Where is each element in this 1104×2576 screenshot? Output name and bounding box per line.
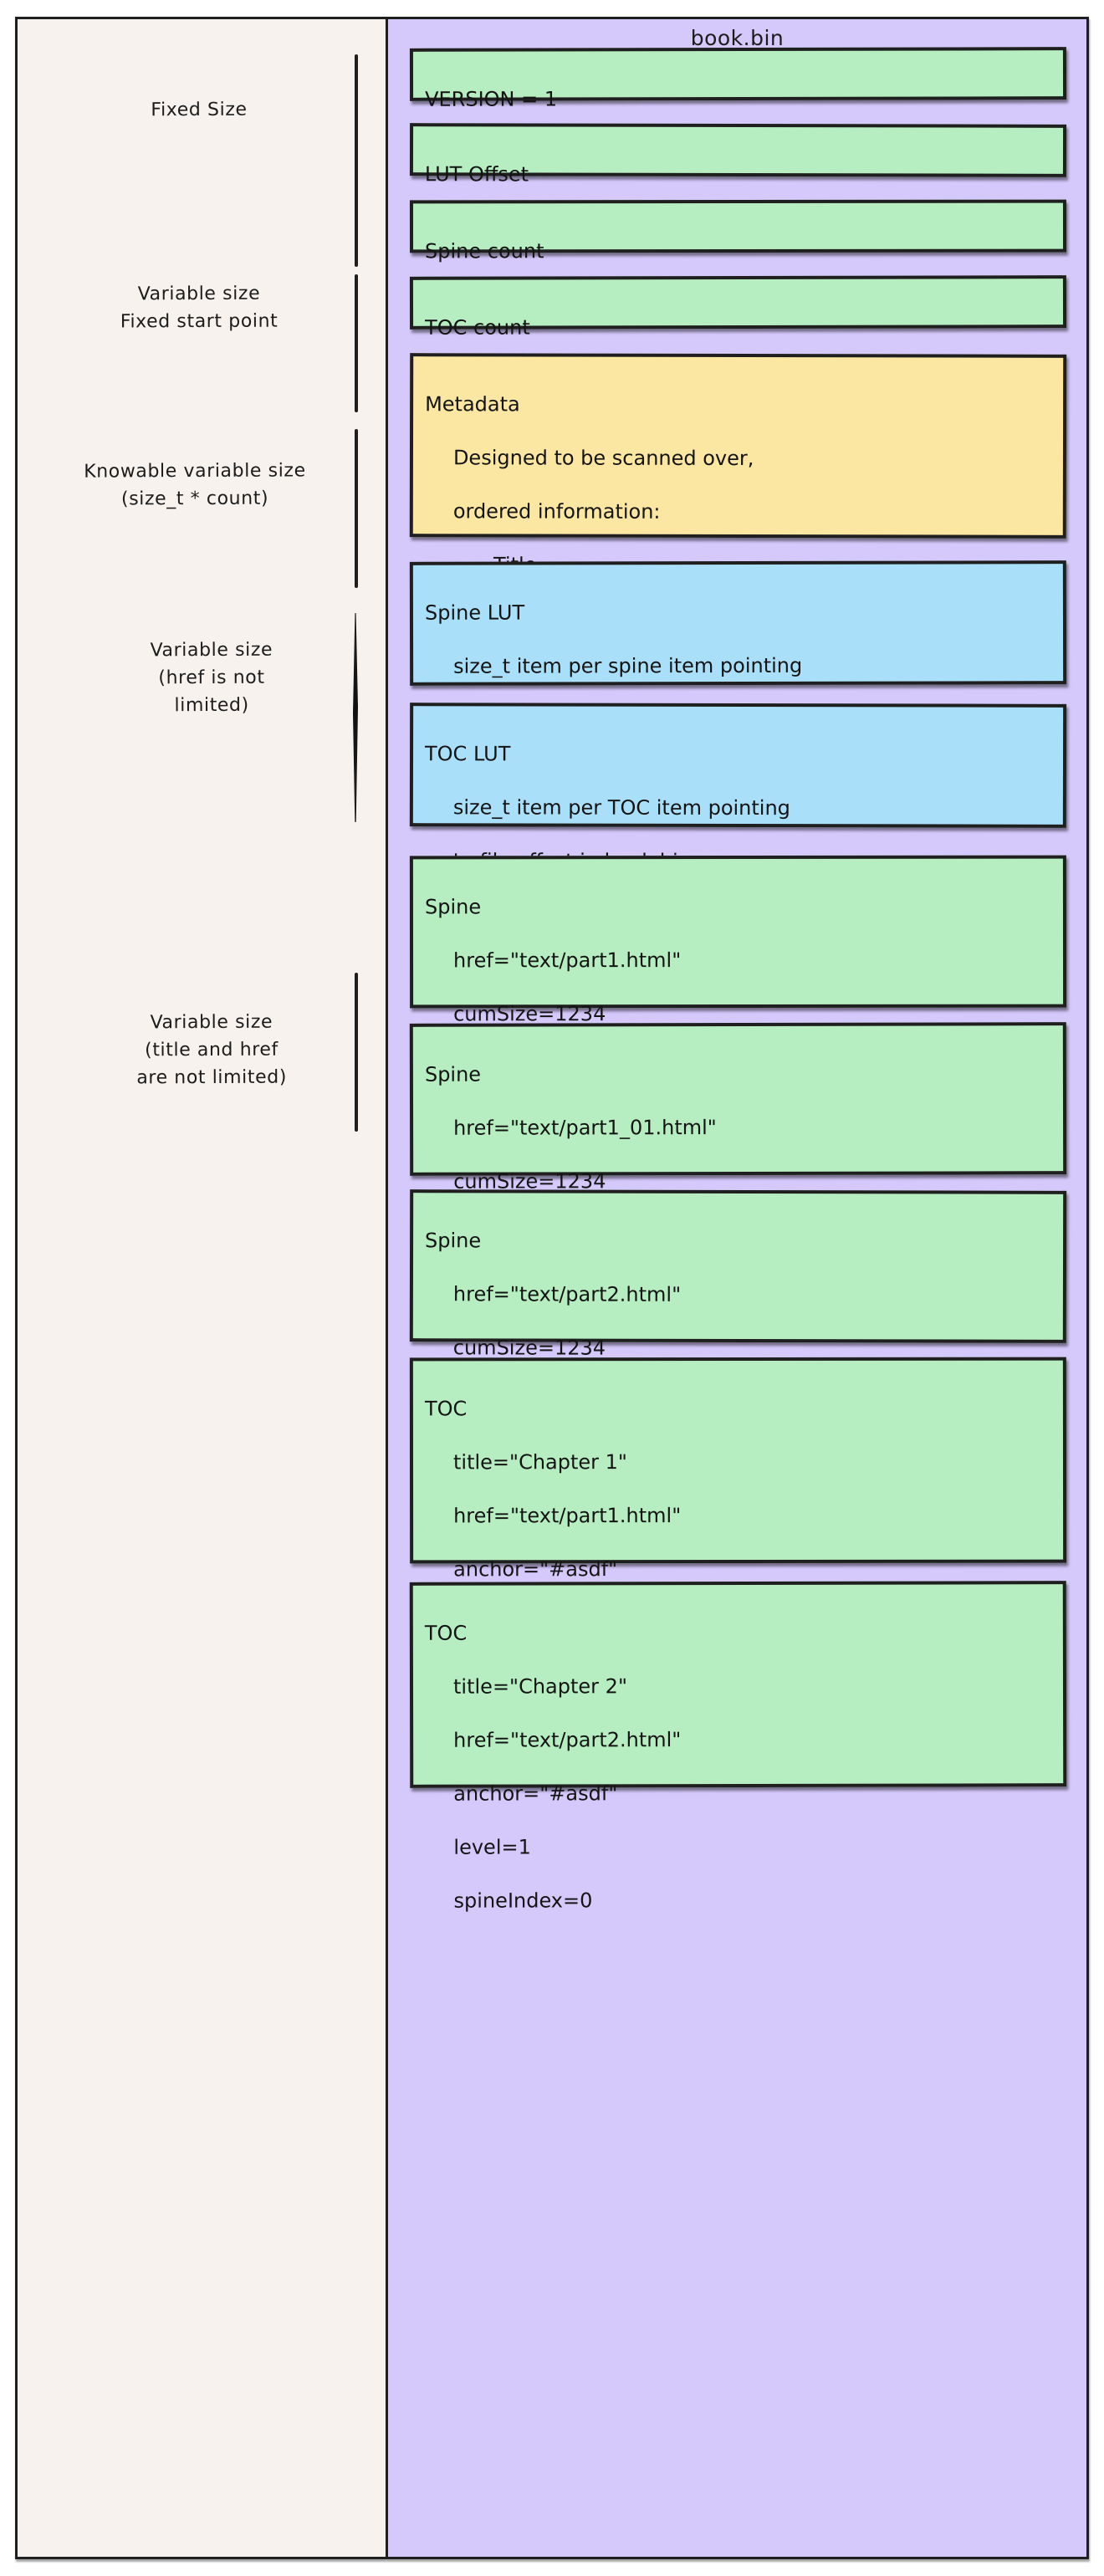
- block-metadata-title: Metadata: [425, 392, 520, 417]
- block-spine-3-title: Spine: [425, 1229, 482, 1253]
- block-spine-2-title: Spine: [424, 1062, 482, 1086]
- bracket-metadata: [355, 274, 358, 412]
- annotation-knowable-variable-size: Knowable variable size (size_t * count): [84, 460, 306, 510]
- annotation-variable-href: Variable size (href is not limited): [150, 639, 273, 717]
- bracket-fixed-size: [355, 54, 358, 267]
- block-toc-lut-title: TOC LUT: [424, 742, 511, 766]
- field-lut-offset: LUT Offset: [409, 123, 1067, 186]
- file-title: book.bin: [690, 26, 785, 50]
- field-spine-count-label: Spine count: [425, 239, 544, 263]
- block-spine-2: Spine href="text/part1_01.html" cumSize=…: [409, 1022, 1067, 1247]
- block-toc-2-title: TOC: [424, 1621, 468, 1645]
- bracket-toc: [355, 973, 358, 1132]
- annotation-fixed-size: Fixed Size: [151, 99, 248, 121]
- field-lut-offset-label: LUT Offset: [424, 162, 529, 187]
- block-spine-1: Spine href="text/part1.html" cumSize=123…: [409, 855, 1067, 1079]
- field-spine-count: Spine count: [409, 199, 1067, 263]
- block-toc-2-spineindex: spineIndex=0: [453, 1889, 593, 1913]
- block-spine-3: Spine href="text/part2.html" cumSize=123…: [409, 1189, 1067, 1413]
- field-toc-count-label: TOC count: [425, 315, 530, 340]
- annotation-column: Fixed Size Variable size Fixed start poi…: [15, 17, 386, 2559]
- annotation-variable-title-href: Variable size (title and href are not li…: [136, 1011, 288, 1089]
- block-spine-1-href: href="text/part1.html": [453, 948, 682, 973]
- block-toc-2-anchor: anchor="#asdf": [453, 1781, 618, 1806]
- block-toc-1: TOC title="Chapter 1" href="text/part1.h…: [409, 1357, 1067, 1688]
- field-version-label: VERSION = 1: [425, 87, 558, 111]
- block-spine-lut: Spine LUT size_t item per spine item poi…: [409, 560, 1067, 732]
- bracket-lut: [355, 429, 358, 588]
- block-metadata-line-2: ordered information:: [452, 499, 661, 524]
- block-toc-lut-line-1: size_t item per TOC item pointing: [452, 795, 790, 820]
- file-column: book.bin VERSION = 1 LUT Offset Spine co…: [386, 17, 1089, 2559]
- block-spine-2-href: href="text/part1_01.html": [453, 1116, 717, 1140]
- block-spine-3-href: href="text/part2.html": [452, 1282, 682, 1306]
- block-toc-1-title-attr: title="Chapter 1": [452, 1450, 627, 1475]
- block-toc-2-level: level=1: [453, 1835, 531, 1859]
- bracket-spine: [353, 613, 358, 822]
- block-toc-1-title: TOC: [424, 1397, 468, 1421]
- block-toc-1-href: href="text/part1.html": [453, 1504, 682, 1528]
- field-toc-count: TOC count: [409, 275, 1067, 340]
- block-metadata-line-1: Designed to be scanned over,: [452, 446, 754, 471]
- block-toc-lut: TOC LUT size_t item per TOC item pointin…: [409, 703, 1067, 873]
- field-version: VERSION = 1: [409, 47, 1067, 111]
- block-spine-lut-title: Spine LUT: [424, 601, 525, 625]
- block-toc-2: TOC title="Chapter 2" href="text/part2.h…: [409, 1581, 1067, 1913]
- block-toc-1-anchor: anchor="#asdf": [453, 1557, 618, 1582]
- annotation-variable-fixed-start: Variable size Fixed start point: [120, 283, 279, 333]
- block-toc-2-href: href="text/part2.html": [453, 1728, 682, 1752]
- block-metadata: Metadata Designed to be scanned over, or…: [409, 353, 1067, 684]
- block-toc-2-title-attr: title="Chapter 2": [452, 1674, 628, 1699]
- block-spine-lut-line-1: size_t item per spine item pointing: [453, 653, 803, 678]
- file-format-diagram: Fixed Size Variable size Fixed start poi…: [15, 17, 1089, 2559]
- block-spine-1-title: Spine: [424, 895, 482, 919]
